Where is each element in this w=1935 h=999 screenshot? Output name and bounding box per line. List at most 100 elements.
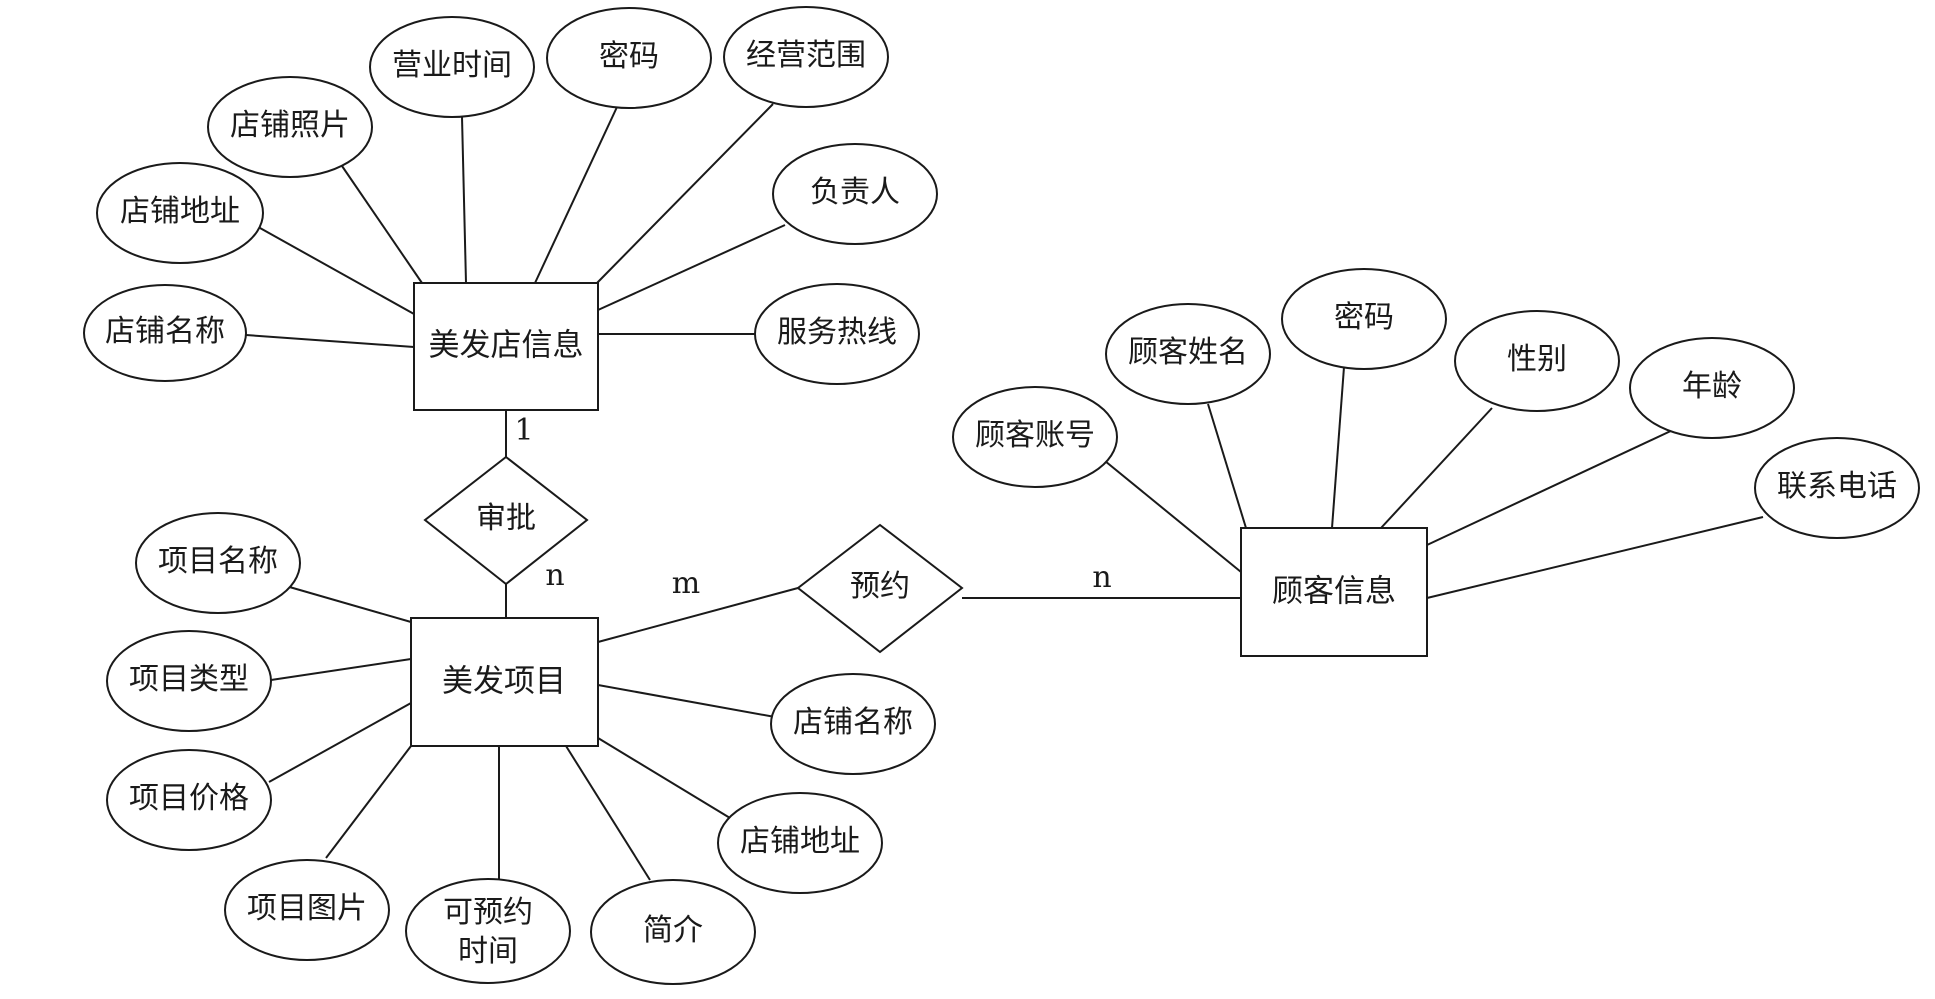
attribute-shop-scope-label: 经营范围 <box>746 38 866 73</box>
edge-project-name <box>285 585 412 623</box>
attribute-shop-hours-ellipse <box>369 16 535 118</box>
edge-project-shopname <box>597 684 776 718</box>
attribute-project-price-ellipse <box>106 749 272 851</box>
attribute-project-intro-ellipse <box>590 879 756 985</box>
attribute-shop-password-ellipse <box>546 7 712 109</box>
edge-customer-phone <box>1426 516 1764 599</box>
attribute-customer-age-label: 年龄 <box>1682 369 1742 404</box>
attribute-customer-password-ellipse <box>1281 268 1447 370</box>
edge-shop-name <box>245 334 415 348</box>
attribute-shop-address: 店铺地址 <box>96 162 264 264</box>
edge-project-type <box>270 658 412 681</box>
relationship-approve-label: 审批 <box>476 501 536 536</box>
attribute-project-intro: 简介 <box>590 879 756 985</box>
edge-customer-name <box>1207 403 1247 529</box>
edge-shop-manager <box>597 224 786 311</box>
edge-shop-photo <box>341 165 423 284</box>
cardinality-shop-approve: 1 <box>514 413 533 448</box>
attribute-shop-scope-ellipse <box>723 6 889 108</box>
attribute-customer-account-label: 顾客账号 <box>975 418 1095 453</box>
attribute-project-bookable-time: 可预约 时间 <box>405 878 571 984</box>
entity-customer: 顾客信息 <box>1240 527 1428 657</box>
edge-shop-address <box>259 227 415 315</box>
edge-project-address <box>597 737 731 819</box>
attribute-customer-password-label: 密码 <box>1334 300 1394 335</box>
connector-lines <box>245 103 1764 881</box>
entity-shop: 美发店信息 <box>413 282 599 411</box>
attribute-customer-name: 顾客姓名 <box>1105 303 1271 405</box>
attribute-shop-scope: 经营范围 <box>723 6 889 108</box>
attribute-project-shopname-label: 店铺名称 <box>793 705 913 740</box>
attribute-project-price-label: 项目价格 <box>129 781 249 816</box>
attribute-shop-name-label: 店铺名称 <box>105 314 225 349</box>
attribute-shop-photo: 店铺照片 <box>207 76 373 178</box>
entity-project-box <box>410 617 599 747</box>
edge-customer-gender <box>1380 407 1493 529</box>
edge-shop-hours <box>461 116 467 284</box>
attribute-shop-hours-label: 营业时间 <box>392 48 512 83</box>
attribute-customer-phone-ellipse <box>1754 437 1920 539</box>
attribute-project-name-ellipse <box>135 512 301 614</box>
attribute-project-bookable-time-line1: 可预约 <box>443 895 533 930</box>
attribute-shop-name-ellipse <box>83 284 247 382</box>
attribute-project-bookable-time-line2: 时间 <box>458 934 518 969</box>
cardinality-approve-project: n <box>545 558 564 593</box>
attribute-project-image-ellipse <box>224 859 390 961</box>
entity-project: 美发项目 <box>410 617 599 747</box>
attribute-shop-hotline-label: 服务热线 <box>777 315 897 350</box>
attribute-customer-age: 年龄 <box>1629 337 1795 439</box>
edge-shop-scope <box>596 103 774 284</box>
attribute-project-intro-label: 简介 <box>643 913 703 948</box>
attribute-customer-name-label: 顾客姓名 <box>1128 335 1248 370</box>
attribute-shop-photo-ellipse <box>207 76 373 178</box>
attribute-project-address-label: 店铺地址 <box>740 824 860 859</box>
edge-project-intro <box>565 745 651 881</box>
attribute-project-address: 店铺地址 <box>717 792 883 894</box>
attribute-shop-password: 密码 <box>546 7 712 109</box>
edge-project-price <box>268 702 412 783</box>
attribute-shop-manager: 负责人 <box>772 143 938 245</box>
attribute-project-address-ellipse <box>717 792 883 894</box>
attribute-customer-gender-label: 性别 <box>1507 342 1567 377</box>
relationship-booking-diamond <box>796 523 964 654</box>
attribute-shop-address-label: 店铺地址 <box>120 194 240 229</box>
entity-customer-label: 顾客信息 <box>1272 574 1396 610</box>
attribute-shop-hotline: 服务热线 <box>754 283 920 385</box>
attribute-project-name-label: 项目名称 <box>158 544 278 579</box>
attribute-shop-address-ellipse <box>96 162 264 264</box>
edge-customer-password <box>1331 366 1345 529</box>
edge-customer-age <box>1426 428 1676 546</box>
attribute-customer-phone: 联系电话 <box>1754 437 1920 539</box>
attribute-project-shopname-ellipse <box>770 673 936 775</box>
cardinality-project-booking: m <box>672 566 700 601</box>
cardinality-booking-customer: n <box>1092 560 1111 595</box>
entity-shop-box <box>413 282 599 411</box>
edge-project-booking <box>597 587 799 643</box>
attribute-shop-manager-label: 负责人 <box>810 175 900 210</box>
attribute-shop-photo-label: 店铺照片 <box>230 108 350 143</box>
attribute-customer-account: 顾客账号 <box>952 386 1118 488</box>
relationship-booking: 预约 <box>796 523 964 654</box>
attribute-customer-phone-label: 联系电话 <box>1777 469 1897 504</box>
edge-shop-password <box>534 106 618 284</box>
attribute-customer-name-ellipse <box>1105 303 1271 405</box>
attribute-customer-gender-ellipse <box>1454 310 1620 412</box>
attribute-project-name: 项目名称 <box>135 512 301 614</box>
attribute-shop-password-label: 密码 <box>599 39 659 74</box>
attribute-project-type: 项目类型 <box>106 630 272 732</box>
entity-project-label: 美发项目 <box>442 664 566 700</box>
attribute-shop-hours: 营业时间 <box>369 16 535 118</box>
attribute-project-image: 项目图片 <box>224 859 390 961</box>
attribute-shop-manager-ellipse <box>772 143 938 245</box>
attribute-customer-account-ellipse <box>952 386 1118 488</box>
attribute-project-shopname: 店铺名称 <box>770 673 936 775</box>
attribute-project-type-label: 项目类型 <box>129 662 249 697</box>
attribute-shop-hotline-ellipse <box>754 283 920 385</box>
attribute-project-price: 项目价格 <box>106 749 272 851</box>
attribute-shop-name: 店铺名称 <box>83 284 247 382</box>
relationship-booking-label: 预约 <box>850 569 910 604</box>
entity-shop-label: 美发店信息 <box>429 328 584 364</box>
attribute-customer-gender: 性别 <box>1454 310 1620 412</box>
relationship-approve: 审批 <box>423 455 589 586</box>
